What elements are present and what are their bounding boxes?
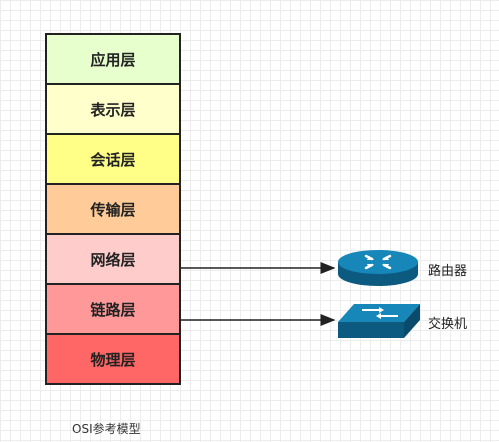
router-label: 路由器 bbox=[428, 264, 468, 279]
layer-datalink: 链路层 bbox=[45, 283, 181, 333]
router-icon bbox=[338, 250, 418, 286]
switch-icon bbox=[338, 304, 420, 338]
layer-application: 应用层 bbox=[45, 33, 181, 83]
layer-network: 网络层 bbox=[45, 233, 181, 283]
layer-physical: 物理层 bbox=[45, 333, 181, 385]
layer-presentation: 表示层 bbox=[45, 83, 181, 133]
osi-layer-stack: 应用层 表示层 会话层 传输层 网络层 链路层 物理层 bbox=[45, 33, 181, 385]
layer-transport: 传输层 bbox=[45, 183, 181, 233]
layer-session: 会话层 bbox=[45, 133, 181, 183]
switch-label: 交换机 bbox=[428, 317, 468, 332]
diagram-caption: OSI参考模型 bbox=[72, 422, 141, 436]
